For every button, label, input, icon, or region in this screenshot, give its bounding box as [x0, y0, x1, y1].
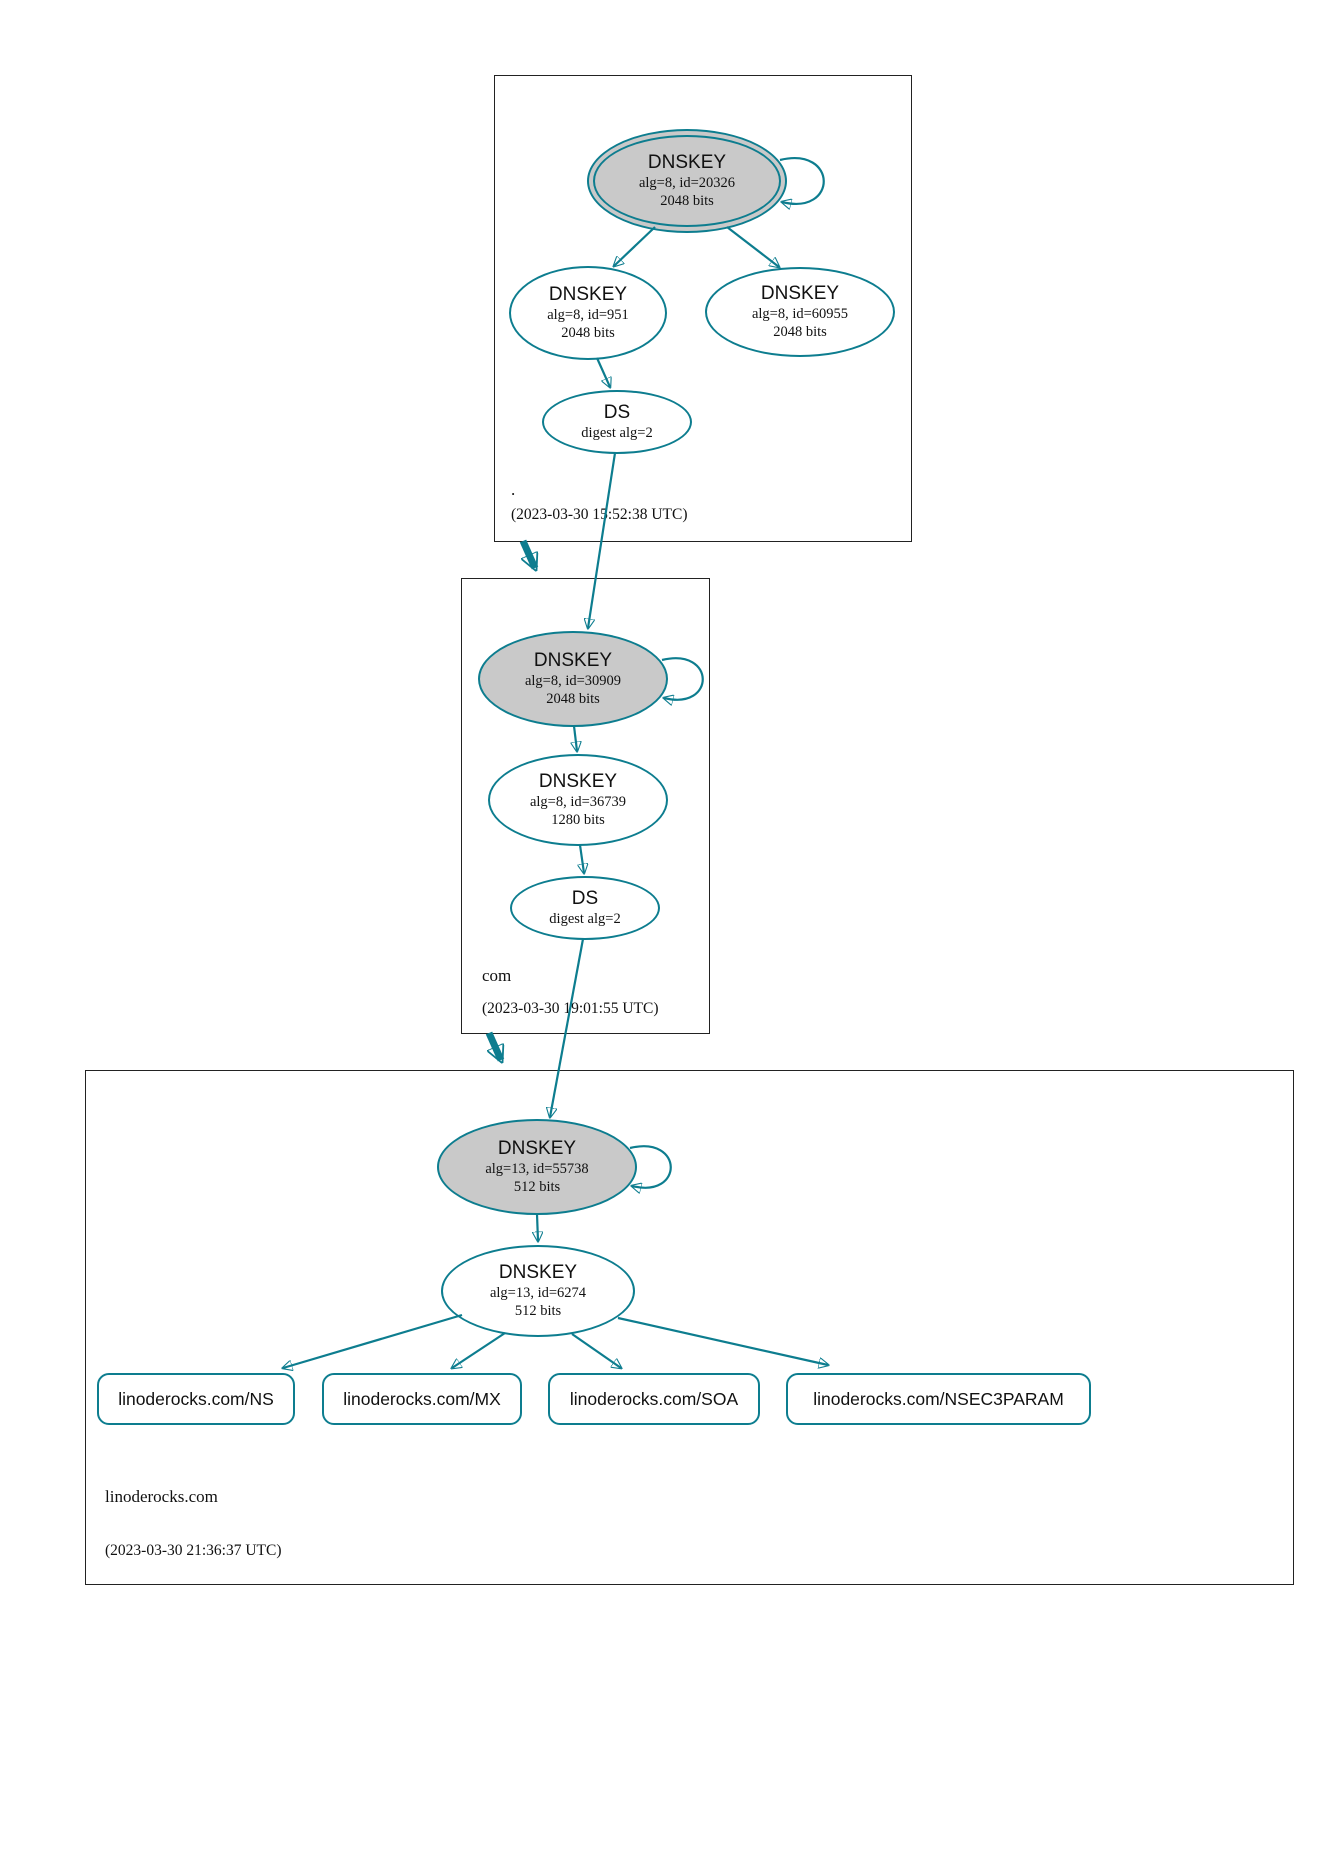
com-ksk-dnskey-node: DNSKEY alg=8, id=30909 2048 bits: [478, 631, 668, 727]
zone-label-linoderocks: linoderocks.com: [105, 1487, 218, 1506]
node-alg: alg=8, id=20326: [638, 174, 736, 191]
node-bits: 2048 bits: [660, 192, 714, 209]
node-title: DNSKEY: [497, 1137, 577, 1159]
node-title: DNSKEY: [538, 770, 618, 792]
rrset-ns: linoderocks.com/NS: [97, 1373, 295, 1425]
zone-timestamp-linoderocks: (2023-03-30 21:36:37 UTC): [105, 1542, 282, 1559]
node-bits: 1280 bits: [551, 811, 605, 828]
root-dnskey-60955-node: DNSKEY alg=8, id=60955 2048 bits: [705, 267, 895, 357]
root-ksk-dnskey-node: DNSKEY alg=8, id=20326 2048 bits: [587, 129, 787, 233]
zone-timestamp-root: (2023-03-30 15:52:38 UTC): [511, 506, 688, 523]
node-bits: 2048 bits: [561, 324, 615, 341]
node-title: DNSKEY: [533, 649, 613, 671]
node-digest: digest alg=2: [581, 424, 653, 441]
node-alg: alg=8, id=30909: [524, 672, 622, 689]
edge-delegation-root-com: [519, 539, 535, 568]
node-digest: digest alg=2: [549, 910, 621, 927]
com-ds-node: DS digest alg=2: [510, 876, 660, 940]
node-title: DNSKEY: [548, 283, 628, 305]
com-zsk-dnskey-node: DNSKEY alg=8, id=36739 1280 bits: [488, 754, 668, 846]
root-zsk-dnskey-node: DNSKEY alg=8, id=951 2048 bits: [509, 266, 667, 360]
node-title: DNSKEY: [760, 282, 840, 304]
node-bits: 2048 bits: [546, 690, 600, 707]
node-alg: alg=8, id=36739: [529, 793, 627, 810]
node-bits: 512 bits: [513, 1178, 561, 1195]
zone-box-linoderocks: [85, 1070, 1294, 1585]
rrset-mx: linoderocks.com/MX: [322, 1373, 522, 1425]
zone-label-com: com: [482, 966, 512, 985]
zone-label-root: .: [511, 480, 516, 499]
node-title: DS: [571, 888, 599, 910]
rrset-soa: linoderocks.com/SOA: [548, 1373, 760, 1425]
node-title: DNSKEY: [498, 1261, 578, 1283]
node-alg: alg=13, id=6274: [489, 1284, 587, 1301]
zone-timestamp-com: (2023-03-30 19:01:55 UTC): [482, 1000, 659, 1017]
node-alg: alg=13, id=55738: [485, 1160, 589, 1177]
rrset-nsec3param: linoderocks.com/NSEC3PARAM: [786, 1373, 1091, 1425]
root-ds-node: DS digest alg=2: [542, 390, 692, 454]
node-bits: 512 bits: [514, 1302, 562, 1319]
node-bits: 2048 bits: [773, 323, 827, 340]
node-title: DS: [603, 402, 631, 424]
node-title: DNSKEY: [647, 151, 727, 173]
lino-ksk-dnskey-node: DNSKEY alg=13, id=55738 512 bits: [437, 1119, 637, 1215]
lino-zsk-dnskey-node: DNSKEY alg=13, id=6274 512 bits: [441, 1245, 635, 1337]
node-alg: alg=8, id=60955: [751, 305, 849, 322]
node-alg: alg=8, id=951: [547, 306, 629, 323]
edge-delegation-com-lino: [485, 1031, 501, 1060]
